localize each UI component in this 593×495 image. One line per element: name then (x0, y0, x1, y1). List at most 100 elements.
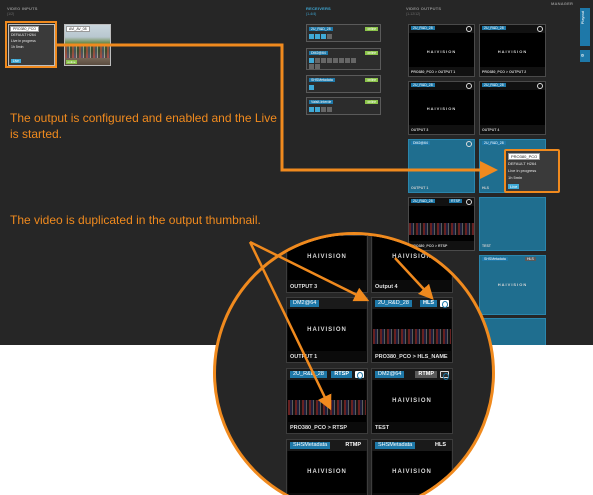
live-badge: Live (508, 184, 520, 189)
haivision-logo: HAIVISION (307, 254, 347, 260)
power-icon[interactable] (466, 83, 472, 89)
power-icon[interactable] (466, 199, 472, 205)
output-tile[interactable]: DM2@64 OUTPUT 1 (408, 139, 475, 193)
power-icon[interactable] (466, 141, 472, 147)
receiver-card[interactable]: DM2@64 online (306, 48, 381, 70)
haivision-logo: HAIVISION (426, 106, 457, 111)
zoom-output-screen (288, 380, 366, 422)
output-caption: OUTPUT 3 (411, 128, 429, 132)
output-tile[interactable]: 2U_R&D_28 HAIVISION PRO380_PCO > OUTPUT … (408, 24, 475, 77)
output-screen: HAIVISION (409, 90, 474, 125)
zoom-output-screen: HAIVISION (373, 236, 451, 280)
output-tile[interactable]: 2U_R&D_28 HAIVISION PRO380_PCO > OUTPUT … (479, 24, 546, 77)
power-icon[interactable] (440, 371, 449, 380)
settings-tab[interactable]: ⚙ (580, 50, 590, 62)
zoom-output-caption: Output 4 (375, 284, 398, 290)
output-tile[interactable]: TEST (479, 197, 546, 251)
receiver-slots (309, 107, 332, 112)
video-inputs-header: VIDEO INPUTS (7, 6, 38, 11)
playout-tab[interactable]: Playout (580, 8, 590, 46)
zoom-output-screen: HAIVISION (373, 451, 451, 493)
zoom-output-tile[interactable]: DM2@64 HAIVISION OUTPUT 1 (286, 297, 368, 363)
power-icon[interactable] (440, 300, 449, 308)
output-name: 2U_R&D_28 (411, 83, 435, 87)
annotation-output-configured: The output is configured and enabled and… (10, 111, 277, 141)
output-protocol: RTSP (449, 199, 463, 203)
zoom-output-screen: HAIVISION (288, 236, 366, 280)
receivers-header[interactable]: RECEIVERS (306, 6, 331, 11)
zoom-magnifier: HAIVISION OUTPUT 3 HAIVISION Output 4 DM… (213, 232, 495, 495)
power-icon[interactable] (466, 26, 472, 32)
power-icon[interactable] (355, 371, 364, 379)
zoom-output-name: DM2@64 (375, 371, 405, 378)
receiver-status: online (365, 78, 378, 82)
haivision-logo: HAIVISION (426, 49, 457, 54)
zoom-output-tile[interactable]: HAIVISION Output 4 (371, 235, 453, 293)
output-name: 2U_R&D_28 (482, 26, 506, 30)
video-outputs-count: (1-12/12) (406, 12, 421, 16)
zoom-output-name: DM2@64 (290, 300, 320, 307)
receiver-status: online (365, 27, 378, 31)
output-caption: OUTPUT 4 (482, 128, 500, 132)
zoom-output-name: 2U_R&D_28 (375, 300, 412, 307)
live-badge: Live (11, 59, 21, 63)
receiver-card[interactable]: SHSMetadata online (306, 75, 381, 93)
zoom-output-tile[interactable]: HAIVISION OUTPUT 3 (286, 235, 368, 293)
receiver-name: SHSMetadata (309, 78, 335, 82)
zoom-output-tile[interactable]: SHSMetadata HLS HAIVISION (371, 439, 453, 495)
input-thumb-pro380[interactable]: PRO380_PCO DEFAULT H264 Live in progress… (8, 24, 55, 66)
video-outputs-header: VIDEO OUTPUTS (406, 6, 442, 11)
output-name: 2U_R&D_28 (482, 83, 506, 87)
receiver-name: 2U_R&D_28 (309, 27, 333, 31)
live-status-popup: PRO380_PCO DEFAULT H264 Live in progress… (504, 149, 560, 193)
output-screen: HAIVISION (480, 264, 545, 305)
zoom-output-tile[interactable]: 2U_R&D_28 RTSP PRO380_PCO > RTSP (286, 368, 368, 434)
receiver-slots (309, 58, 359, 69)
zoom-output-screen: HAIVISION (373, 380, 451, 422)
output-screen (409, 148, 474, 183)
output-caption: PRO380_PCO > OUTPUT 1 (411, 70, 456, 74)
haivision-logo: HAIVISION (307, 469, 347, 475)
output-tile[interactable]: 2U_R&D_28 OUTPUT 4 (479, 81, 546, 135)
receiver-slots (309, 34, 332, 39)
input-thumb-avi[interactable]: AVI_AV_08 online (64, 24, 111, 66)
haivision-logo: HAIVISION (307, 327, 347, 333)
output-screen: HAIVISION (480, 33, 545, 67)
input-line: 1h 5min (11, 45, 24, 49)
zoom-output-tile[interactable]: 2U_R&D_28 HLS PRO380_PCO > HLS_NAME (371, 297, 453, 363)
output-name: 2U_R&D_28 (411, 26, 435, 30)
haivision-logo: HAIVISION (497, 49, 528, 54)
playout-tab-label: Playout (580, 11, 585, 25)
zoom-output-screen (373, 309, 451, 351)
output-caption: TEST (482, 244, 491, 248)
output-caption: OUTPUT 1 (411, 186, 429, 190)
zoom-output-tile[interactable]: DM2@64 RTMP HAIVISION TEST (371, 368, 453, 434)
output-screen (480, 90, 545, 125)
zoom-output-protocol: RTSP (331, 371, 352, 378)
popup-line: DEFAULT H264 (508, 161, 537, 166)
video-inputs-count: (1/2) (7, 12, 15, 16)
receiver-card[interactable]: 2U_R&D_28 online (306, 24, 381, 42)
receiver-card[interactable]: Vaisit-Interde online (306, 97, 381, 115)
zoom-output-caption: PRO380_PCO > RTSP (290, 425, 348, 431)
power-icon[interactable] (537, 83, 543, 89)
receiver-name: DM2@64 (309, 51, 328, 55)
output-tile[interactable]: SHSMetadata HLS HAIVISION (479, 255, 546, 315)
popup-line: 1h 5min (508, 175, 523, 180)
output-screen: HAIVISION (409, 33, 474, 67)
online-badge: online (66, 60, 78, 64)
output-name: SHSMetadata (482, 257, 508, 261)
manager-label[interactable]: MANAGER (551, 1, 574, 6)
zoom-output-name: 2U_R&D_28 (290, 371, 327, 378)
popup-line: Live in progress (508, 168, 537, 173)
output-caption: HLS (482, 186, 489, 190)
output-name: 2U_R&D_28 (411, 199, 435, 203)
zoom-output-tile[interactable]: SHSMetadata RTMP HAIVISION (286, 439, 368, 495)
output-protocol: HLS (525, 257, 536, 261)
receiver-slots (309, 85, 314, 90)
output-tile[interactable]: 2U_R&D_28 HAIVISION OUTPUT 3 (408, 81, 475, 135)
haivision-logo: HAIVISION (392, 398, 432, 404)
power-icon[interactable] (537, 26, 543, 32)
annotation-video-duplicated: The video is duplicated in the output th… (10, 213, 261, 227)
zoom-output-caption: TEST (375, 425, 390, 431)
